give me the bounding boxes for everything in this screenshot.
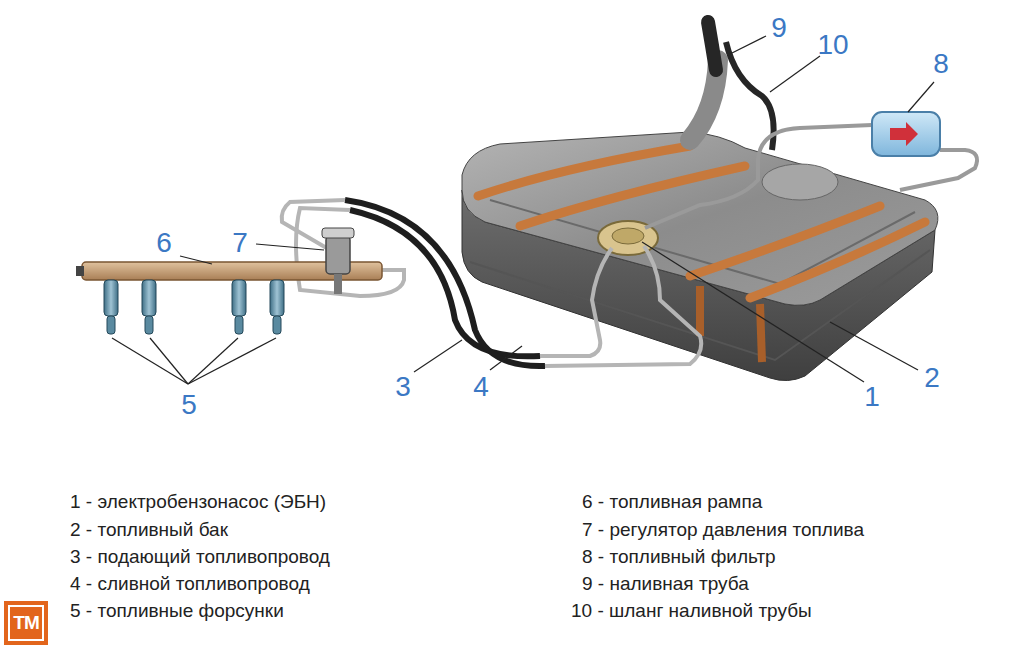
- tank-strap: [696, 286, 704, 336]
- callout-number: 8: [933, 48, 949, 80]
- filler-pipe: [690, 22, 774, 150]
- key-entry: 6 - топливная рампа: [582, 491, 762, 513]
- injector-body: [142, 280, 156, 316]
- supply-hose: [350, 210, 540, 356]
- key-entry: 7 - регулятор давления топлива: [582, 519, 864, 541]
- tank-strap: [760, 304, 762, 362]
- leader-line: [414, 340, 462, 372]
- rail-plug: [76, 266, 84, 276]
- leader-line: [112, 338, 188, 384]
- key-entry: 9 - наливная труба: [582, 573, 749, 595]
- callout-number: 6: [156, 227, 172, 259]
- steel-line: [540, 248, 612, 356]
- fuel-lines: [282, 200, 702, 366]
- callout-number: 9: [771, 12, 787, 44]
- callout-number: 1: [864, 381, 880, 413]
- leader-line: [256, 244, 324, 250]
- key-entry: 3 - подающий топливопровод: [70, 546, 330, 568]
- callout-number: 5: [181, 389, 197, 421]
- filter-arrow: [890, 122, 918, 146]
- leader-line: [188, 338, 238, 384]
- key-entry: 10 - шланг наливной трубы: [571, 600, 812, 622]
- filter-body: [872, 112, 940, 156]
- injector: [232, 280, 246, 334]
- tank-strap: [520, 166, 745, 226]
- leader-line: [188, 338, 276, 384]
- fuel-rail: [76, 228, 382, 334]
- leader-line: [490, 346, 522, 370]
- leader-line: [830, 322, 918, 370]
- key-entry: 1 - электробензонасос (ЭБН): [70, 491, 326, 513]
- injector-body: [232, 280, 246, 316]
- tank-strap: [750, 222, 925, 298]
- regulator-nipple: [334, 274, 342, 294]
- leader-line: [770, 56, 820, 92]
- leader-line: [908, 82, 934, 112]
- injector: [142, 280, 156, 334]
- injector-tip: [235, 316, 243, 334]
- regulator-body: [326, 236, 350, 274]
- callout-number: 3: [395, 371, 411, 403]
- injector-tip: [145, 316, 153, 334]
- regulator-cap: [322, 228, 354, 238]
- filler-vent-hose: [726, 42, 774, 150]
- leader-line: [180, 256, 212, 264]
- injector-tip: [273, 316, 281, 334]
- filter-pipe: [645, 125, 872, 228]
- pump-cap: [612, 228, 644, 244]
- callout-number: 7: [232, 227, 248, 259]
- logo-frame: [9, 606, 43, 640]
- tank-dome: [762, 164, 838, 200]
- return-hose: [345, 200, 545, 366]
- leader-line: [730, 36, 766, 54]
- logo-box: [4, 601, 48, 645]
- leader-line: [642, 242, 864, 382]
- key-entry: 8 - топливный фильтр: [582, 546, 776, 568]
- leader-line: [150, 338, 188, 384]
- logo-mark: ТМ: [13, 612, 38, 634]
- steel-line: [296, 208, 404, 296]
- injector: [270, 280, 284, 334]
- callout-number: 10: [817, 29, 848, 61]
- injector-body: [104, 280, 118, 316]
- key-entry: 2 - топливный бак: [70, 519, 228, 541]
- leader-lines: [112, 36, 934, 384]
- fuel-filter: [645, 112, 977, 228]
- tank-top: [462, 132, 938, 305]
- injector-body: [270, 280, 284, 316]
- tank-strap: [690, 206, 880, 276]
- callout-number: 4: [473, 371, 489, 403]
- callout-number: 2: [924, 362, 940, 394]
- key-entry: 5 - топливные форсунки: [70, 600, 284, 622]
- fuel-tank: [462, 132, 938, 381]
- filler-hose: [708, 22, 716, 70]
- key-entry: 4 - сливной топливопровод: [70, 573, 310, 595]
- injector: [104, 280, 118, 334]
- injector-tip: [107, 316, 115, 334]
